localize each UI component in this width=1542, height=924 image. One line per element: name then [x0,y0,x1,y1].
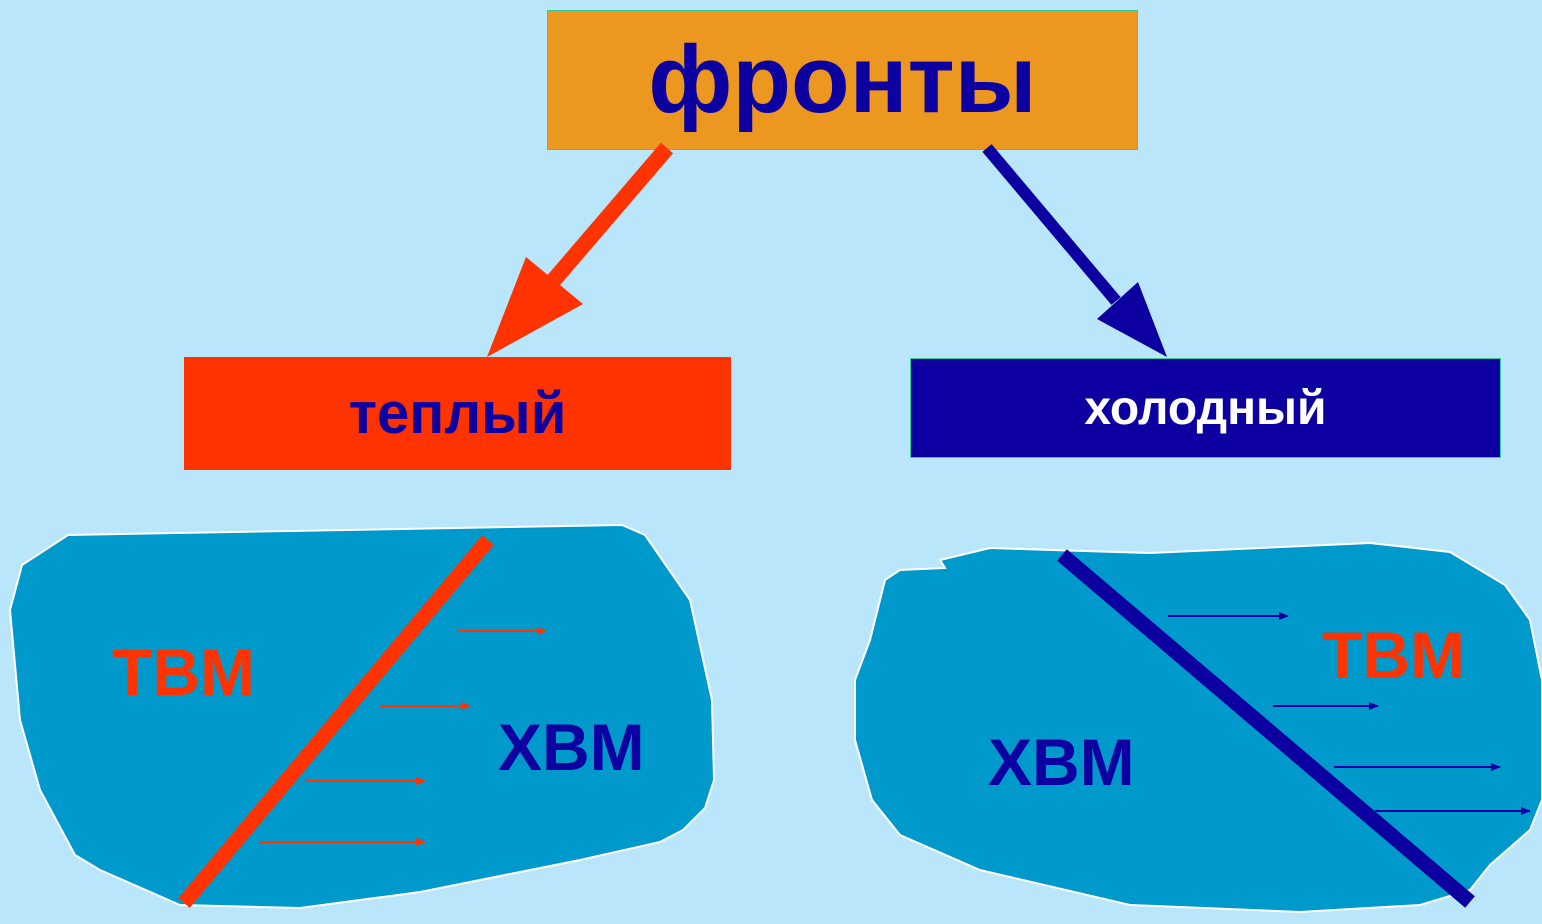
cold-front-line [1057,549,1475,908]
title-text: фронты [648,26,1037,133]
warm-front-label: теплый [348,381,567,446]
cold-front-box: холодный [910,358,1501,458]
cold-blob [854,541,1542,914]
warm-blob [8,523,716,910]
warm-left-mass-label: ТВМ [112,635,255,709]
cold-front-label: холодный [1084,381,1327,435]
cold-left-mass-label: ХВМ [988,725,1135,799]
arrow-to-warm [487,142,674,357]
cold-front-region: ХВМ ТВМ [854,541,1542,914]
warm-right-mass-label: ХВМ [498,710,645,784]
warm-front-region: ТВМ ХВМ [8,523,716,910]
cold-right-mass-label: ТВМ [1322,618,1465,692]
warm-front-line [178,535,494,908]
warm-front-box: теплый [184,357,731,470]
arrow-to-cold [982,144,1167,357]
title-box: фронты [547,10,1138,150]
